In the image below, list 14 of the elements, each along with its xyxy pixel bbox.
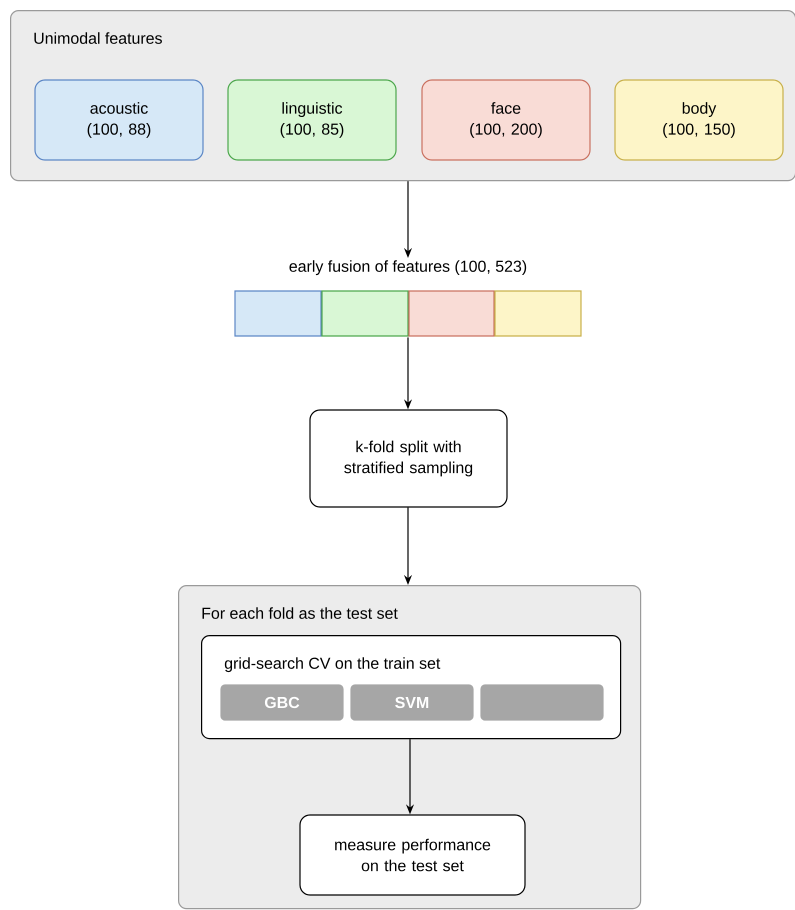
feature-vector: early fusion of features (100, 523) <box>290 260 526 276</box>
feature-box: body (100, 150) <box>614 79 784 161</box>
model-badge: GBC <box>220 684 344 721</box>
vector-segment <box>408 290 495 337</box>
feature-box: acoustic (100, 88) <box>34 79 204 161</box>
model-badge: SVM <box>350 684 474 721</box>
vector-segment <box>321 290 409 337</box>
vector-segment <box>494 290 582 337</box>
process-box: k-fold split with stratified sampling <box>309 409 508 508</box>
feature-box: linguistic (100, 85) <box>227 79 397 161</box>
vector-segment <box>234 290 322 337</box>
process-box: measure performance on the test set <box>299 814 526 896</box>
model-badge <box>480 684 604 721</box>
feature-box: face (100, 200) <box>421 79 591 161</box>
